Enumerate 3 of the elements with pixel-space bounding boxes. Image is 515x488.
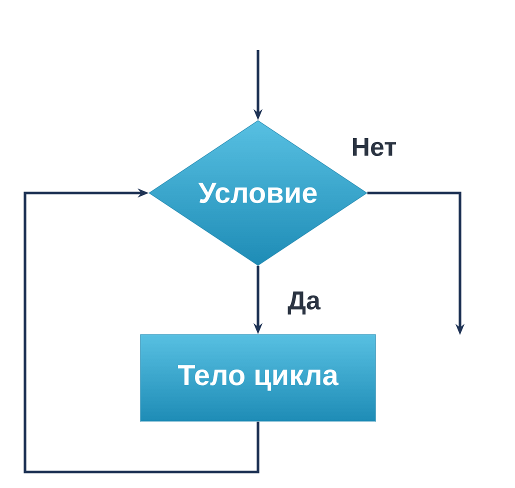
process-box: Тело цикла	[140, 334, 376, 422]
edge-label: Да	[286, 290, 322, 316]
arrow	[24, 188, 260, 474]
